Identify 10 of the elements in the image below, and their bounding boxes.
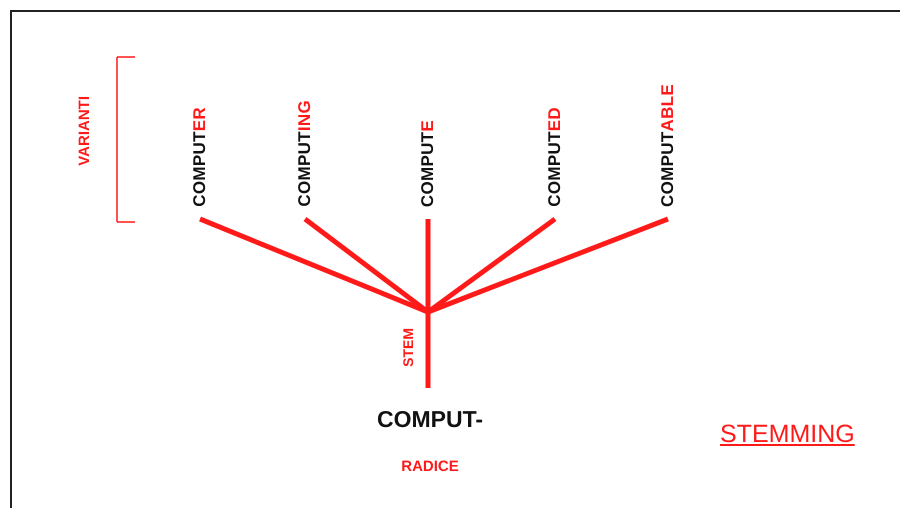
variant-word: COMPUTABLE: [658, 84, 678, 207]
root-word: COMPUT-: [330, 406, 530, 433]
group-label: VARIANTI: [76, 96, 93, 166]
variant-word: COMPUTED: [545, 107, 565, 207]
diagram-title: STEMMING: [720, 420, 855, 449]
variant-word: COMPUTE: [418, 120, 438, 207]
edge-label: STEM: [400, 328, 416, 367]
root-caption: RADICE: [400, 458, 460, 475]
variant-word: COMPUTER: [190, 107, 210, 207]
variant-word: COMPUTING: [295, 100, 315, 207]
